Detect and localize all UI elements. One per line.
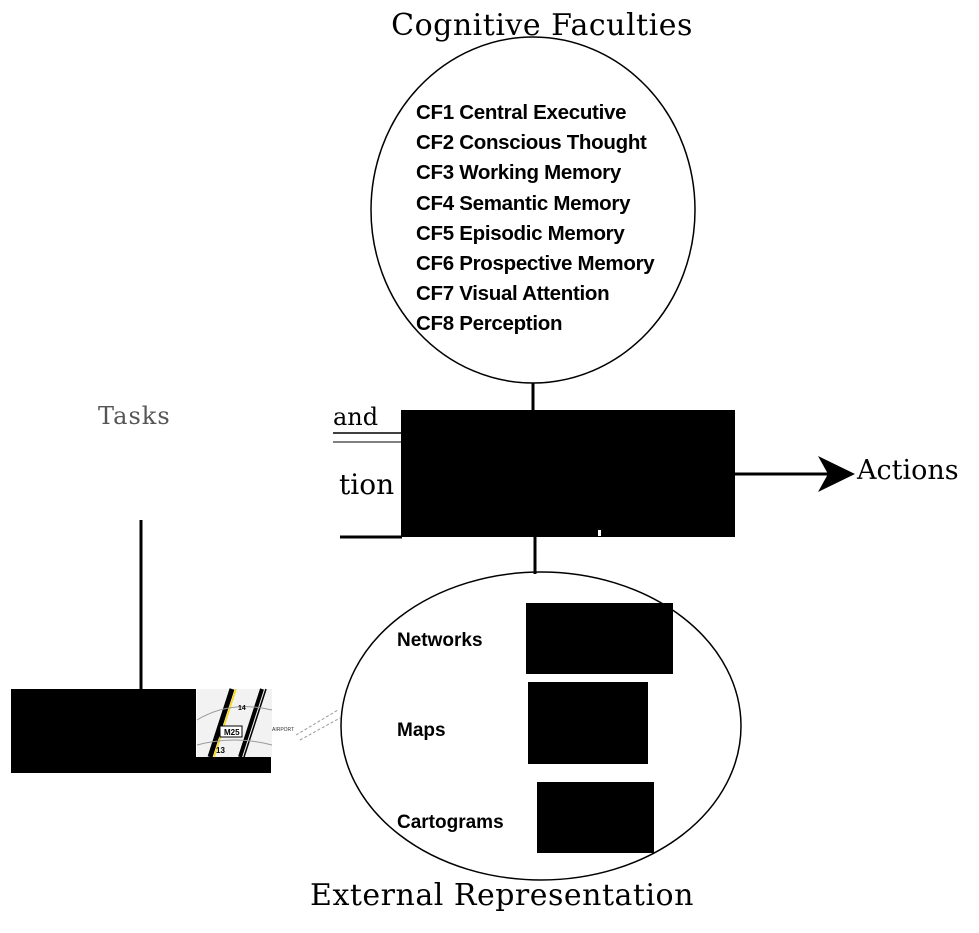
external-representation-title: External Representation (310, 878, 694, 913)
external-representation-circle (340, 571, 742, 881)
maps-image (528, 682, 648, 764)
central-process-box (401, 410, 735, 537)
faculty-item: CF3 Working Memory (416, 161, 621, 185)
networks-image (526, 603, 673, 674)
maps-label: Maps (397, 720, 446, 741)
cartograms-image (537, 782, 654, 853)
tasks-fragment-left: Tasks (98, 402, 171, 430)
faded-road-fragment (295, 709, 341, 741)
cognitive-faculties-title: Cognitive Faculties (391, 8, 693, 43)
tasks-fragment-right: and (333, 403, 379, 431)
faculty-item: CF7 Visual Attention (416, 282, 610, 306)
map-thumbnail-box (11, 689, 196, 773)
faculty-item: CF5 Episodic Memory (416, 221, 625, 245)
faculty-item: CF2 Conscious Thought (416, 131, 647, 155)
faculty-item: CF1 Central Executive (416, 101, 627, 124)
actions-arrow-head (818, 456, 855, 492)
networks-label: Networks (397, 630, 483, 651)
faculty-item: CF6 Prospective Memory (416, 252, 655, 276)
map-junction-label: 13 (216, 746, 225, 755)
map-road-label: M25 (224, 728, 240, 737)
map-airport-label: AIRPORT (272, 727, 295, 733)
cartograms-label: Cartograms (397, 812, 504, 833)
map-thumbnail-box-lower (196, 757, 271, 773)
actions-label: Actions (857, 455, 959, 486)
faculty-item: CF4 Semantic Memory (416, 191, 631, 215)
tasks-fragment-bottom: tion (339, 468, 395, 501)
road-map-fragment (196, 688, 273, 758)
box-mark (598, 530, 601, 536)
faculty-item: CF8 Perception (416, 312, 563, 336)
faculty-list: CF1 Central Executive CF2 Conscious Thou… (416, 98, 655, 340)
map-junction-top-label: 14 (238, 705, 246, 712)
